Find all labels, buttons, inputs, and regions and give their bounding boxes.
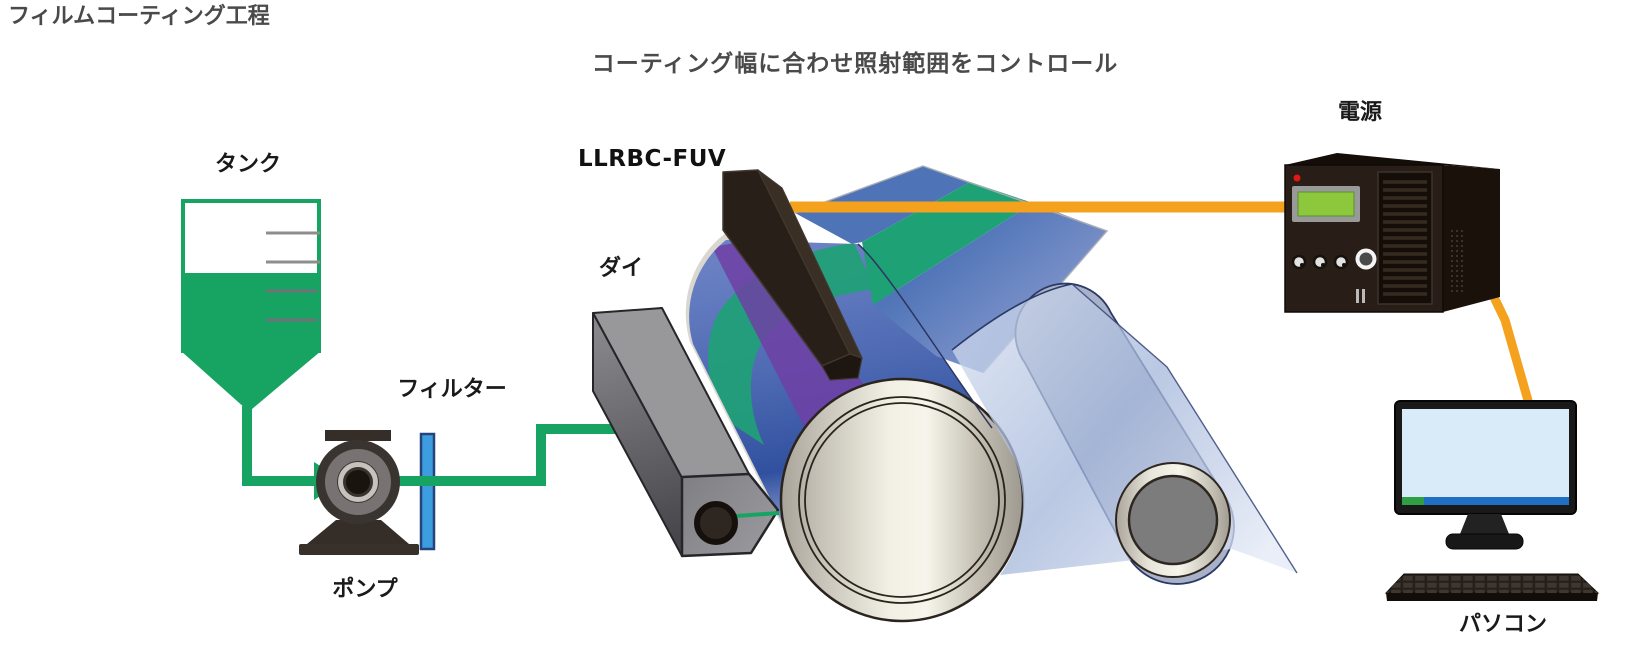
monitor-neck	[1460, 514, 1509, 534]
tank-gauge-lines	[266, 231, 320, 322]
screen-taskbar	[1402, 497, 1569, 505]
pump-graphic	[299, 430, 419, 555]
lamp-end-face	[821, 353, 863, 381]
tank-label: タンク	[214, 152, 281, 177]
die-feed-line	[735, 511, 780, 518]
lcd-display	[1297, 191, 1355, 217]
tank-outline	[181, 199, 321, 353]
tank-graphic	[181, 199, 321, 456]
side-vent-dots	[1451, 230, 1463, 292]
filter-label: フィルター	[397, 377, 507, 402]
takeup-roller-graphic	[951, 282, 1298, 585]
film-liftoff-edge	[857, 243, 993, 429]
uv-lamp-label: LLRBC-FUV	[578, 146, 727, 172]
pump-top-flange	[325, 430, 391, 441]
coating-roller-front	[779, 377, 1025, 623]
sheet-blue-band-right	[873, 203, 1107, 373]
uv-irradiated-stripe	[712, 240, 872, 452]
power-led	[1293, 174, 1301, 182]
tank-liquid	[183, 273, 319, 352]
keyboard-front	[1386, 593, 1598, 601]
power-label: 電源	[1337, 100, 1382, 125]
tank-spout	[242, 406, 252, 456]
diagram-subtitle: コーティング幅に合わせ照射範囲をコントロール	[591, 51, 1119, 77]
power-side-face	[1443, 165, 1500, 312]
pipe-pump-to-die	[393, 424, 627, 486]
pump-base-plate	[299, 544, 419, 555]
filter-graphic	[419, 432, 436, 551]
page-title: フィルムコーティング工程	[8, 4, 270, 29]
pc-graphic	[1384, 400, 1600, 601]
screen-start-segment	[1402, 497, 1424, 505]
die-graphic	[592, 307, 780, 558]
pump-label: ポンプ	[332, 577, 398, 602]
pc-label: パソコン	[1458, 612, 1547, 637]
uv-lamp-graphic	[722, 169, 863, 381]
pump-base	[307, 520, 409, 544]
power-knobs	[1291, 248, 1377, 270]
tank-funnel	[181, 351, 321, 409]
keyboard-keys	[1386, 574, 1598, 593]
power-supply-graphic	[1284, 153, 1500, 313]
die-label: ダイ	[598, 256, 643, 281]
pump-hub	[346, 470, 370, 494]
sheet-coating-band	[862, 182, 1033, 305]
monitor-screen	[1402, 409, 1569, 505]
monitor-base	[1445, 533, 1524, 550]
die-outlet-hole	[694, 501, 738, 545]
